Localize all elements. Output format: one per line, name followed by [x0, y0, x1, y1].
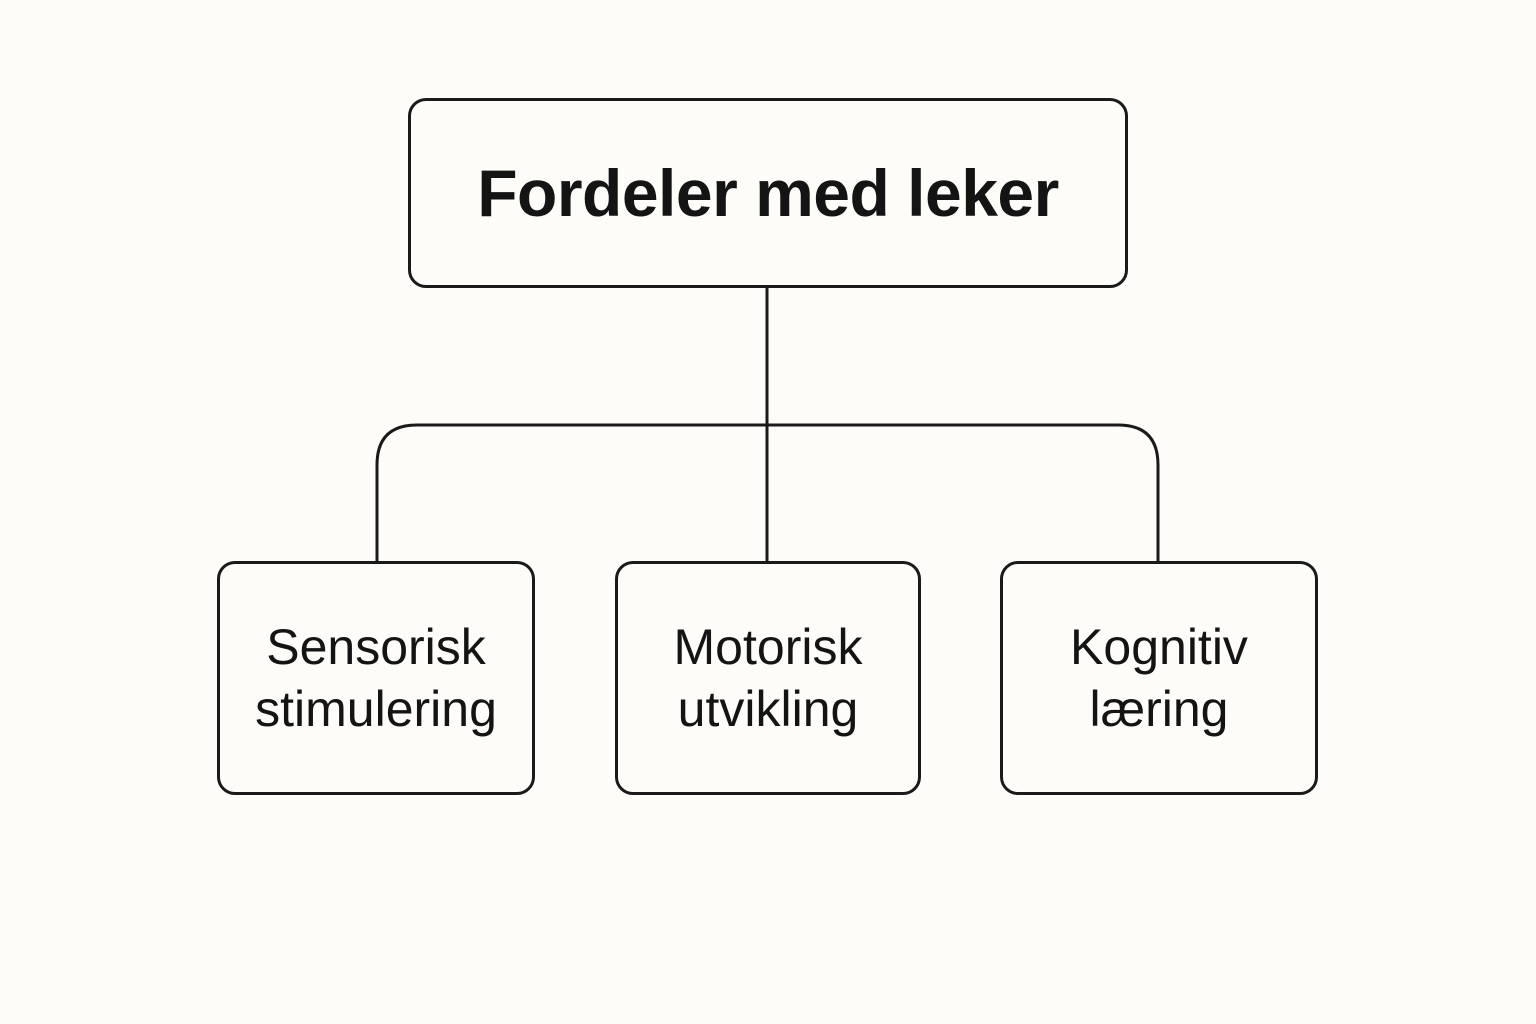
child-node-cognitive: Kognitiv læring [1000, 561, 1318, 795]
child-node-motor: Motorisk utvikling [615, 561, 921, 795]
root-label: Fordeler med leker [477, 156, 1059, 230]
child-label-line2: utvikling [677, 681, 859, 737]
child-node-sensory: Sensorisk stimulering [217, 561, 535, 795]
child-label-line2: læring [1089, 681, 1229, 737]
child-label-line1: Motorisk [673, 619, 863, 675]
root-node: Fordeler med leker [408, 98, 1128, 288]
child-label-line1: Kognitiv [1070, 619, 1248, 675]
child-label-line1: Sensorisk [266, 619, 486, 675]
branch-connector [375, 423, 1160, 561]
child-label-line2: stimulering [255, 681, 497, 737]
